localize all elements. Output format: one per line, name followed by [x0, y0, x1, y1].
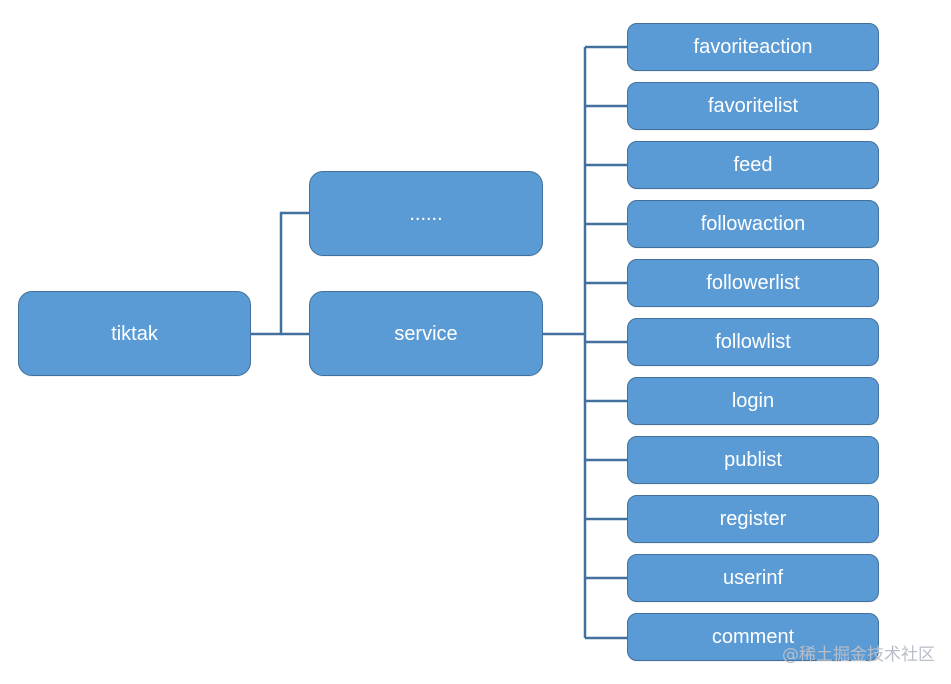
node-login: login — [627, 377, 879, 425]
node-ellipsis-label: ...... — [409, 202, 443, 225]
node-register: register — [627, 495, 879, 543]
node-followlist-label: followlist — [715, 331, 791, 353]
node-followaction: followaction — [627, 200, 879, 248]
connector-root-to-ellipsis — [279, 211, 309, 334]
node-service: service — [309, 291, 543, 376]
watermark: @稀土掘金技术社区 — [782, 645, 935, 665]
node-root-tiktak: tiktak — [18, 291, 251, 376]
node-publist: publist — [627, 436, 879, 484]
node-followerlist: followerlist — [627, 259, 879, 307]
node-userinf: userinf — [627, 554, 879, 602]
node-ellipsis: ...... — [309, 171, 543, 256]
node-userinf-label: userinf — [722, 567, 784, 589]
node-comment-label: comment — [711, 626, 795, 648]
node-favoritelist-label: favoritelist — [707, 95, 799, 117]
node-followlist: followlist — [627, 318, 879, 366]
node-favoriteaction: favoriteaction — [627, 23, 879, 71]
node-register-label: register — [719, 508, 787, 530]
node-favoriteaction-label: favoriteaction — [693, 36, 813, 58]
node-publist-label: publist — [724, 449, 782, 471]
node-followerlist-label: followerlist — [706, 272, 800, 294]
node-login-label: login — [731, 390, 775, 412]
node-favoritelist: favoritelist — [627, 82, 879, 130]
node-feed: feed — [627, 141, 879, 189]
node-followaction-label: followaction — [700, 213, 806, 235]
node-root-label: tiktak — [111, 322, 158, 345]
node-feed-label: feed — [733, 154, 773, 176]
node-service-label: service — [394, 322, 458, 345]
